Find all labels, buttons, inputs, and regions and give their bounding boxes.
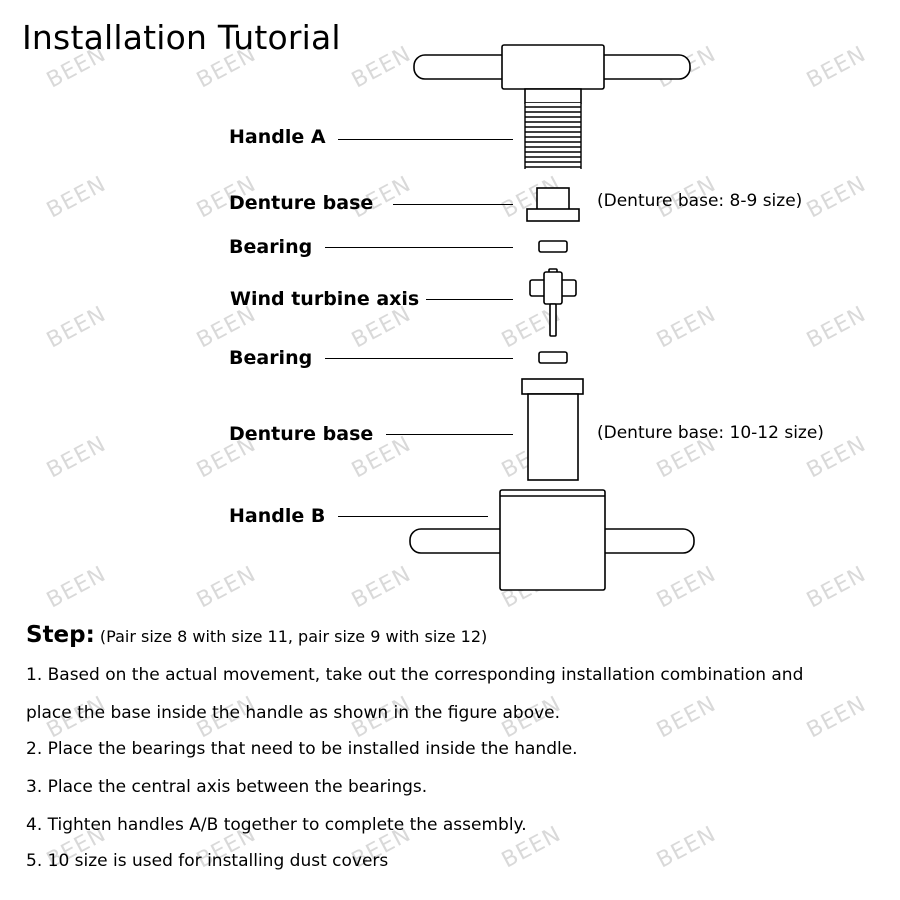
label-handle-a: Handle A (229, 126, 326, 148)
exploded-assembly-diagram (409, 44, 695, 591)
watermark-text: BEEN (652, 691, 721, 744)
leader-denture-base-bottom (386, 434, 513, 435)
denture-base-small-part (526, 187, 580, 222)
wind-turbine-axis-part (529, 268, 577, 337)
steps-heading: Step: (Pair size 8 with size 11, pair si… (26, 622, 487, 648)
step-3: 3. Place the central axis between the be… (26, 777, 428, 797)
watermark-text: BEEN (802, 691, 871, 744)
label-handle-b: Handle B (229, 505, 326, 527)
handle-a-part (413, 44, 691, 169)
label-bearing-top: Bearing (229, 236, 313, 258)
note-denture-base-small: (Denture base: 8-9 size) (597, 191, 803, 211)
leader-bearing-bottom (325, 358, 513, 359)
step-4: 4. Tighten handles A/B together to compl… (26, 815, 527, 835)
step-2: 2. Place the bearings that need to be in… (26, 739, 578, 759)
handle-a-neck (524, 88, 582, 104)
step-5: 5. 10 size is used for installing dust c… (26, 851, 389, 871)
steps-heading-label: Step: (26, 622, 95, 648)
handle-b-part (409, 489, 695, 591)
leader-denture-base-top (393, 204, 513, 205)
label-wind-turbine-axis: Wind turbine axis (230, 288, 420, 310)
label-denture-base-bottom: Denture base (229, 423, 374, 445)
label-bearing-bottom: Bearing (229, 347, 313, 369)
page-title: Installation Tutorial (22, 18, 341, 57)
denture-base-large-part (521, 378, 584, 481)
steps-pairing-note: (Pair size 8 with size 11, pair size 9 w… (99, 627, 488, 646)
handle-a-block (501, 44, 605, 90)
handle-a-thread (524, 103, 582, 169)
note-denture-base-large: (Denture base: 10-12 size) (597, 423, 824, 443)
watermark-text: BEEN (652, 821, 721, 874)
step-1-line-1: 1. Based on the actual movement, take ou… (26, 665, 804, 685)
bearing-top-part (538, 240, 568, 253)
leader-handle-b (338, 516, 488, 517)
label-denture-base-top: Denture base (229, 192, 374, 214)
leader-wind-turbine-axis (426, 299, 513, 300)
leader-bearing-top (325, 247, 513, 248)
leader-handle-a (338, 139, 513, 140)
step-1-line-2: place the base inside the handle as show… (26, 703, 561, 723)
bearing-bottom-part (538, 351, 568, 364)
